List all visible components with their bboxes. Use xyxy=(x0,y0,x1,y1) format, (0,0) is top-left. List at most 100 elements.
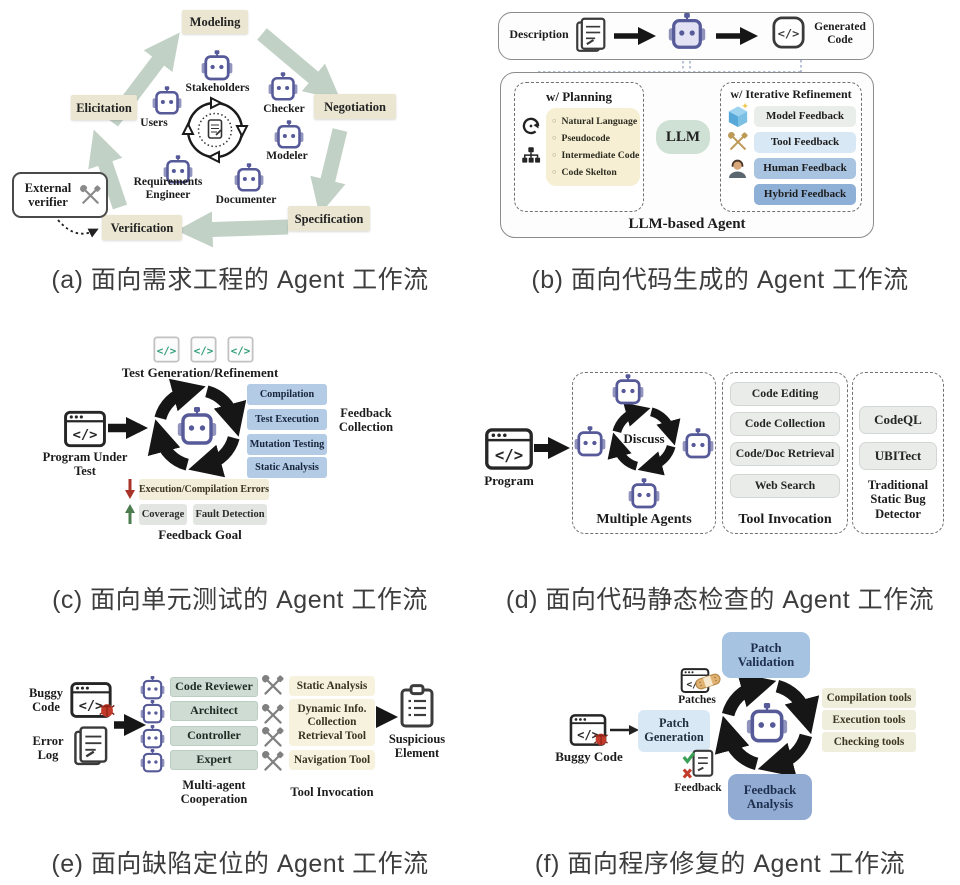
feedback-goal-label: Feedback Goal xyxy=(158,527,242,542)
arrow-icon xyxy=(108,417,148,439)
patches-label: Patches xyxy=(678,694,716,706)
panel-fault-localization: Buggy Code Error Log Code Reviewer Archi… xyxy=(0,620,480,885)
patch-validation-box: Patch Validation xyxy=(722,632,810,678)
tools-icon xyxy=(262,751,284,773)
arrow-icon xyxy=(376,706,398,728)
robot-icon xyxy=(628,478,660,512)
tools-icon xyxy=(728,132,748,152)
feedback-item: Static Analysis xyxy=(247,457,327,478)
robot-icon xyxy=(201,50,233,84)
tools-icon xyxy=(80,185,101,206)
program-label: Program xyxy=(484,473,534,488)
llm-pill: LLM xyxy=(656,120,710,154)
tool-invocation-label: Tool Invocation xyxy=(738,512,832,527)
tool-item: Navigation Tool xyxy=(289,750,375,770)
hierarchy-icon xyxy=(521,146,541,166)
tool-item: Retrieval Tool xyxy=(289,726,375,746)
stage-modeling: Modeling xyxy=(182,10,248,34)
role-checker: Checker xyxy=(263,103,305,115)
panel-code-generation: Description Generated Code w/ Planning N… xyxy=(480,0,960,300)
down-arrow-icon xyxy=(125,479,135,499)
cube-icon xyxy=(727,103,749,128)
repair-tool-item: Execution tools xyxy=(822,710,916,730)
robot-icon xyxy=(140,749,165,775)
tool-item: Code/Doc Retrieval xyxy=(730,442,840,466)
refinement-title: w/ Iterative Refinement xyxy=(730,87,852,101)
panel-unit-testing: Test Generation/Refinement Program Under… xyxy=(0,300,480,620)
planning-item: Pseudocode xyxy=(552,134,610,144)
discuss-label: Discuss xyxy=(623,431,665,446)
role-requirements-engineer: Requirements Engineer xyxy=(133,176,203,202)
detector-item: CodeQL xyxy=(859,406,937,434)
stage-specification: Specification xyxy=(288,206,370,231)
document-icon xyxy=(576,17,606,53)
code-card-icon xyxy=(190,336,217,363)
caption-d: (d) 面向代码静态检查的 Agent 工作流 xyxy=(505,586,935,614)
loop-icon xyxy=(521,116,541,136)
repair-tool-item: Compilation tools xyxy=(822,688,916,708)
tool-invocation-label: Tool Invocation xyxy=(290,785,374,799)
errors-box: Execution/Compilation Errors xyxy=(139,479,269,500)
robot-icon xyxy=(140,725,165,751)
fault-detection-box: Fault Detection xyxy=(193,504,267,525)
error-log-label: Error Log xyxy=(32,734,64,763)
stage-negotiation: Negotiation xyxy=(314,94,396,119)
llm-based-agent-label: LLM-based Agent xyxy=(628,216,746,232)
code-card-icon xyxy=(153,336,180,363)
caption-f: (f) 面向程序修复的 Agent 工作流 xyxy=(534,850,906,878)
robot-icon xyxy=(612,374,644,408)
document-icon xyxy=(74,726,108,766)
robot-icon xyxy=(140,700,165,726)
clipboard-icon xyxy=(400,684,434,728)
robot-icon xyxy=(234,163,264,195)
arrow-icon xyxy=(610,725,639,735)
hybrid-feedback-pill: Hybrid Feedback xyxy=(754,184,856,205)
robot-icon xyxy=(746,703,788,747)
feedback-analysis-box: Feedback Analysis xyxy=(728,774,812,820)
robot-icon xyxy=(574,426,606,460)
test-generation-label: Test Generation/Refinement xyxy=(121,365,279,380)
multiple-agents-label: Multiple Agents xyxy=(596,512,692,527)
planning-item: Intermediate Code xyxy=(552,151,640,161)
panel-static-checking: Program Discuss Multiple Agents Code Edi… xyxy=(480,300,960,620)
tools-icon xyxy=(262,704,284,726)
cooperation-label: Multi-agent Cooperation xyxy=(180,778,248,807)
feedback-item: Test Execution xyxy=(247,409,327,430)
tool-item: Static Analysis xyxy=(289,676,375,696)
generated-code-label: Generated Code xyxy=(814,21,866,47)
panel-requirements-engineering: Stakeholders Users Checker Modeler Docum… xyxy=(0,0,480,300)
patch-generation-box: Patch Generation xyxy=(638,710,710,752)
up-arrow-icon xyxy=(125,504,135,524)
arrow-icon xyxy=(716,27,758,45)
planning-item: Code Skelton xyxy=(552,168,617,178)
feedback-item: Compilation xyxy=(247,384,327,405)
role-stakeholders: Stakeholders xyxy=(185,82,250,94)
tool-item: Code Editing xyxy=(730,382,840,406)
robot-icon xyxy=(274,120,304,152)
stage-flow-arrows xyxy=(57,28,348,248)
program-under-test-label: Program Under Test xyxy=(42,450,128,479)
tool-item: Web Search xyxy=(730,474,840,498)
robot-icon xyxy=(668,13,706,53)
suspicious-element-label: Suspicious Element xyxy=(388,732,446,761)
planning-title: w/ Planning xyxy=(545,89,613,104)
detector-label: Traditional Static Bug Detector xyxy=(867,478,929,521)
code-card-icon xyxy=(227,336,254,363)
robot-icon xyxy=(140,676,165,702)
verifier-dotted-arrow xyxy=(57,219,99,238)
agent-item: Code Reviewer xyxy=(170,677,258,697)
tool-item: Code Collection xyxy=(730,412,840,436)
feedback-label: Feedback xyxy=(674,782,722,794)
robot-icon xyxy=(177,407,217,449)
tools-icon xyxy=(262,675,284,697)
detector-item: UBITect xyxy=(859,442,937,470)
agent-item: Architect xyxy=(170,701,258,721)
caption-a: (a) 面向需求工程的 Agent 工作流 xyxy=(51,266,429,294)
caption-e: (e) 面向缺陷定位的 Agent 工作流 xyxy=(51,850,429,878)
role-modeler: Modeler xyxy=(266,150,308,162)
bug-icon xyxy=(592,730,610,748)
tool-feedback-pill: Tool Feedback xyxy=(754,132,856,153)
feedback-collection-label: Feedback Collection xyxy=(338,406,394,435)
tools-icon xyxy=(262,727,284,749)
